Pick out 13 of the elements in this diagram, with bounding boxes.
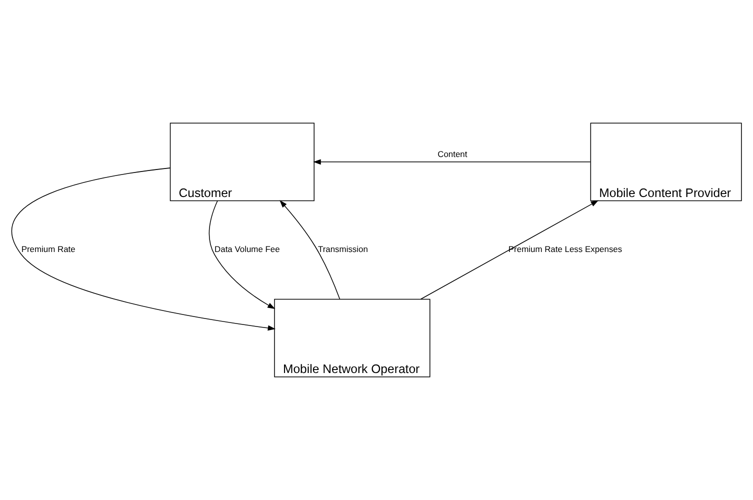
node-box: Mobile Network Operator bbox=[274, 298, 430, 378]
edge-label: Premium Rate bbox=[21, 244, 76, 254]
arrow bbox=[11, 168, 276, 331]
edge-label: Transmission bbox=[318, 244, 368, 254]
edge-label: Premium Rate Less Expenses bbox=[508, 244, 622, 254]
arrow bbox=[208, 200, 276, 310]
edge-label: Content bbox=[438, 149, 468, 160]
arrow bbox=[313, 159, 591, 165]
edge-label: Data Volume Fee bbox=[214, 244, 280, 254]
node-box: Mobile Content Provider bbox=[590, 122, 742, 202]
arrow bbox=[420, 200, 599, 300]
arrow bbox=[280, 200, 340, 300]
node-box: Customer bbox=[170, 122, 314, 202]
